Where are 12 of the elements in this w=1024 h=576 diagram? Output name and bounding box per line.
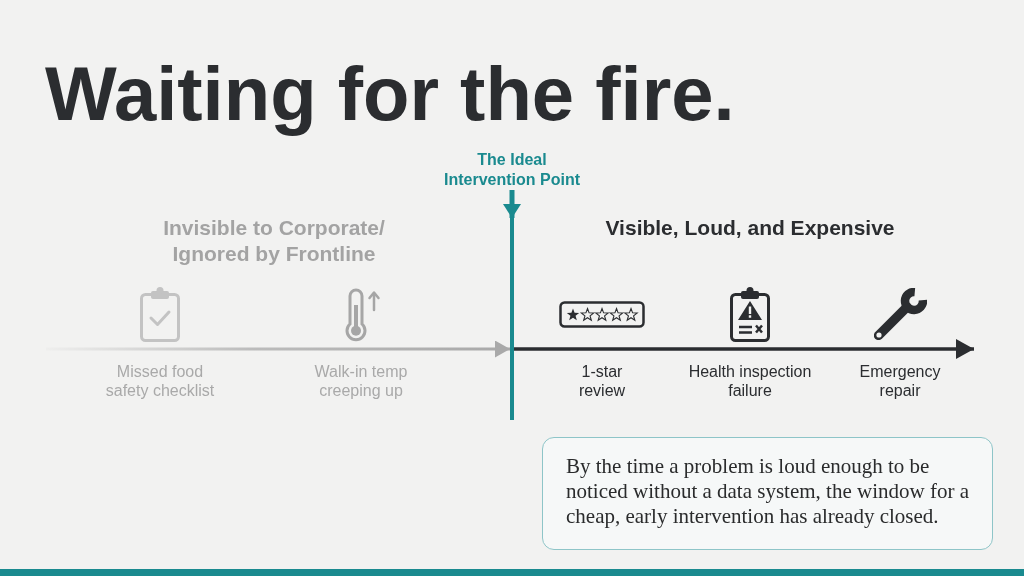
note-text: By the time a problem is loud enough to be noticed without a data system, the window for a cheap, early intervention has already closed. [566, 454, 970, 529]
event-label: Health inspection failure [687, 362, 813, 400]
event-label: Walk-in temp creeping up [313, 362, 409, 400]
note-card [542, 437, 993, 550]
event-label: Missed food safety checklist [104, 362, 216, 400]
event-label: Emergency repair [858, 362, 942, 400]
intervention-label: The Ideal Intervention Point [432, 150, 592, 190]
phase-heading: Invisible to Corporate/ Ignored by Frontline [162, 215, 386, 267]
leader-arrow [505, 190, 519, 218]
phase-heading: Visible, Loud, and Expensive [604, 215, 896, 241]
event-label: 1-star review [577, 362, 627, 400]
timeline-arrow [514, 340, 974, 358]
